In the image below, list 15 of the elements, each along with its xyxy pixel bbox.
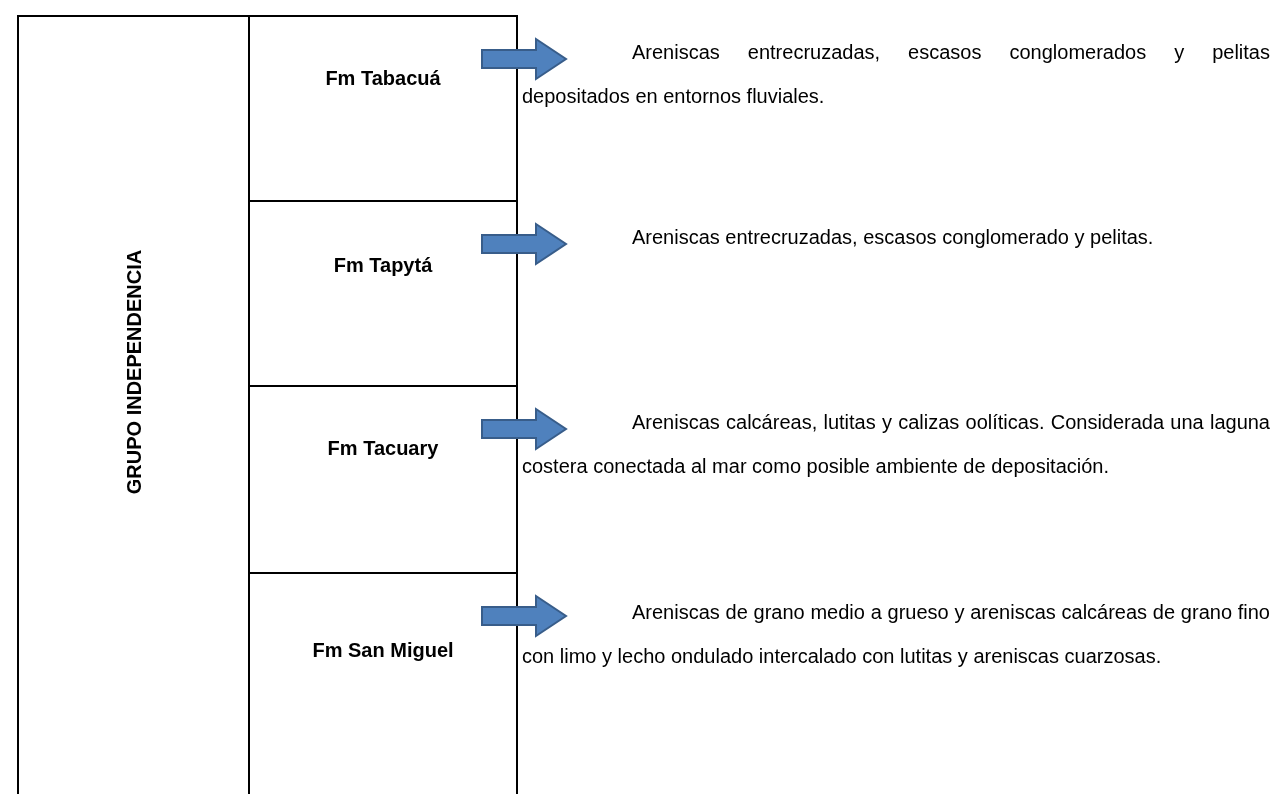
description-text: Areniscas calcáreas, lutitas y calizas oolíticas. Considerada una laguna costera conectada al mar como posible ambiente de depositación. — [522, 400, 1270, 488]
group-column — [17, 15, 250, 794]
block-arrow — [481, 407, 568, 451]
formation-name: Fm San Miguel — [311, 639, 455, 662]
formation-cell — [248, 15, 518, 202]
block-arrow — [481, 222, 568, 266]
description-text: Areniscas entrecruzadas, escasos conglomerado y pelitas. — [522, 215, 1270, 259]
description-text: Areniscas de grano medio a grueso y areniscas calcáreas de grano fino con limo y lecho ondulado intercalado con lutitas y areniscas cuarzosas. — [522, 590, 1270, 678]
formation-name: Fm Tabacuá — [324, 67, 442, 90]
formation-name: Fm Tacuary — [326, 437, 440, 460]
block-arrow — [481, 594, 568, 638]
description-text: Areniscas entrecruzadas, escasos conglomerados y pelitas depositados en entornos fluviales. — [522, 30, 1270, 118]
group-title: GRUPO INDEPENDENCIA — [122, 249, 145, 495]
block-arrow — [481, 37, 568, 81]
formation-name: Fm Tapytá — [332, 254, 434, 277]
